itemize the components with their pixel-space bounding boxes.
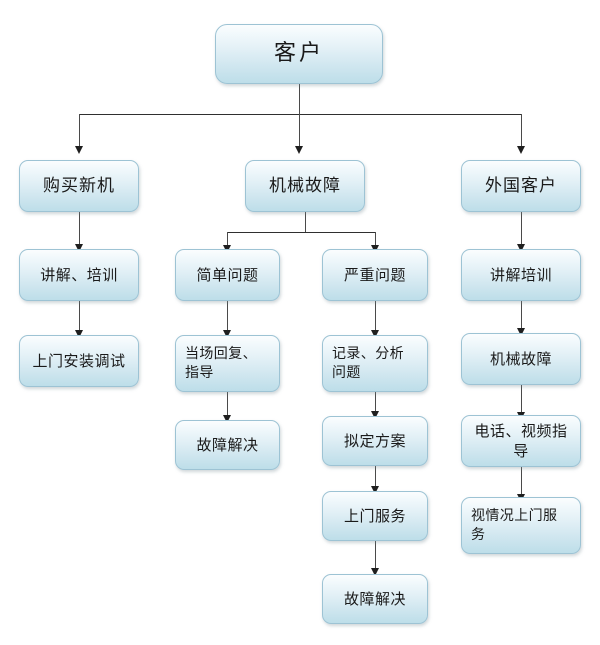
arrowhead-c3-n1 <box>371 330 379 338</box>
node-conditional-onsite-service[interactable]: 视情况上门服务 <box>461 497 581 554</box>
node-onsite-install-debug[interactable]: 上门安装调试 <box>19 335 139 387</box>
node-explain-training-label: 讲解、培训 <box>40 265 118 284</box>
node-mechanical-fault-label: 机械故障 <box>269 175 341 196</box>
node-fault-resolved-c3-label: 故障解决 <box>343 589 406 608</box>
node-buy-new-machine[interactable]: 购买新机 <box>19 160 139 212</box>
connector-level2-bus <box>79 114 521 115</box>
connector-bus-drop-middle <box>299 114 300 147</box>
arrowhead-c3-n2 <box>371 411 379 419</box>
node-record-analyze-issue-label: 记录、分析问题 <box>332 345 404 381</box>
node-severe-issue-label: 严重问题 <box>343 265 406 284</box>
node-simple-issue-label: 简单问题 <box>196 265 259 284</box>
arrowhead-to-mechanical-fault <box>295 146 303 154</box>
node-onsite-install-debug-label: 上门安装调试 <box>32 351 126 370</box>
arrowhead-to-foreign-customer <box>517 146 525 154</box>
node-onsite-reply-guidance[interactable]: 当场回复、指导 <box>175 335 280 392</box>
node-fault-resolved-c2[interactable]: 故障解决 <box>175 420 280 470</box>
connector-c2-n0-to-n1 <box>227 301 228 331</box>
node-customer-label: 客户 <box>273 41 324 67</box>
connector-fault-bus <box>227 232 375 233</box>
node-explain-training-foreign-label: 讲解培训 <box>489 265 552 284</box>
node-simple-issue[interactable]: 简单问题 <box>175 249 280 301</box>
node-mechanical-fault-foreign[interactable]: 机械故障 <box>461 333 581 385</box>
connector-c3-n1-to-n2 <box>375 392 376 412</box>
node-draft-plan-label: 拟定方案 <box>343 431 406 450</box>
node-foreign-customer-label: 外国客户 <box>485 175 557 196</box>
connector-c3-n3-to-n4 <box>375 541 376 569</box>
arrowhead-c1-n2 <box>75 330 83 338</box>
connector-c3-n0-to-n1 <box>375 301 376 331</box>
node-buy-new-machine-label: 购买新机 <box>43 175 115 196</box>
connector-c4-n0-to-n1 <box>521 212 522 245</box>
node-explain-training-foreign[interactable]: 讲解培训 <box>461 249 581 301</box>
arrowhead-c4-n0 <box>517 244 525 252</box>
node-explain-training[interactable]: 讲解、培训 <box>19 249 139 301</box>
arrowhead-c4-n2 <box>517 328 525 336</box>
connector-fault-stem <box>305 212 306 233</box>
arrowhead-c2-n2 <box>223 415 231 423</box>
node-mechanical-fault[interactable]: 机械故障 <box>245 160 365 212</box>
node-foreign-customer[interactable]: 外国客户 <box>461 160 581 212</box>
connector-c4-n3-to-n4 <box>521 467 522 495</box>
connector-c4-n2-to-n3 <box>521 385 522 413</box>
arrowhead-c3-n4 <box>371 568 379 576</box>
connector-c4-n1-to-n2 <box>521 301 522 329</box>
connector-bus-drop-right <box>521 114 522 147</box>
node-phone-video-guidance-label: 电话、视频指导 <box>474 421 568 460</box>
connector-root-stem <box>299 83 300 115</box>
arrowhead-c2-n1 <box>223 330 231 338</box>
node-onsite-service[interactable]: 上门服务 <box>322 491 428 541</box>
connector-c1-n0-to-n1 <box>79 212 80 245</box>
node-fault-resolved-c3[interactable]: 故障解决 <box>322 574 428 624</box>
node-phone-video-guidance[interactable]: 电话、视频指导 <box>461 415 581 467</box>
connector-c3-n2-to-n3 <box>375 466 376 487</box>
connector-c1-n1-to-n2 <box>79 301 80 331</box>
connector-bus-drop-left <box>79 114 80 147</box>
node-onsite-reply-guidance-label: 当场回复、指导 <box>185 345 257 381</box>
arrowhead-c1-n1 <box>75 244 83 252</box>
arrowhead-c3-n3 <box>371 486 379 494</box>
node-record-analyze-issue[interactable]: 记录、分析问题 <box>322 335 428 392</box>
node-customer[interactable]: 客户 <box>215 24 383 84</box>
node-fault-resolved-c2-label: 故障解决 <box>196 435 259 454</box>
connector-fault-drop-severe <box>375 232 376 246</box>
node-draft-plan[interactable]: 拟定方案 <box>322 416 428 466</box>
connector-fault-drop-simple <box>227 232 228 246</box>
node-conditional-onsite-service-label: 视情况上门服务 <box>471 507 558 543</box>
node-severe-issue[interactable]: 严重问题 <box>322 249 428 301</box>
node-mechanical-fault-foreign-label: 机械故障 <box>489 349 552 368</box>
arrowhead-to-buy-new-machine <box>75 146 83 154</box>
connector-c2-n1-to-n2 <box>227 392 228 416</box>
node-onsite-service-label: 上门服务 <box>343 506 406 525</box>
